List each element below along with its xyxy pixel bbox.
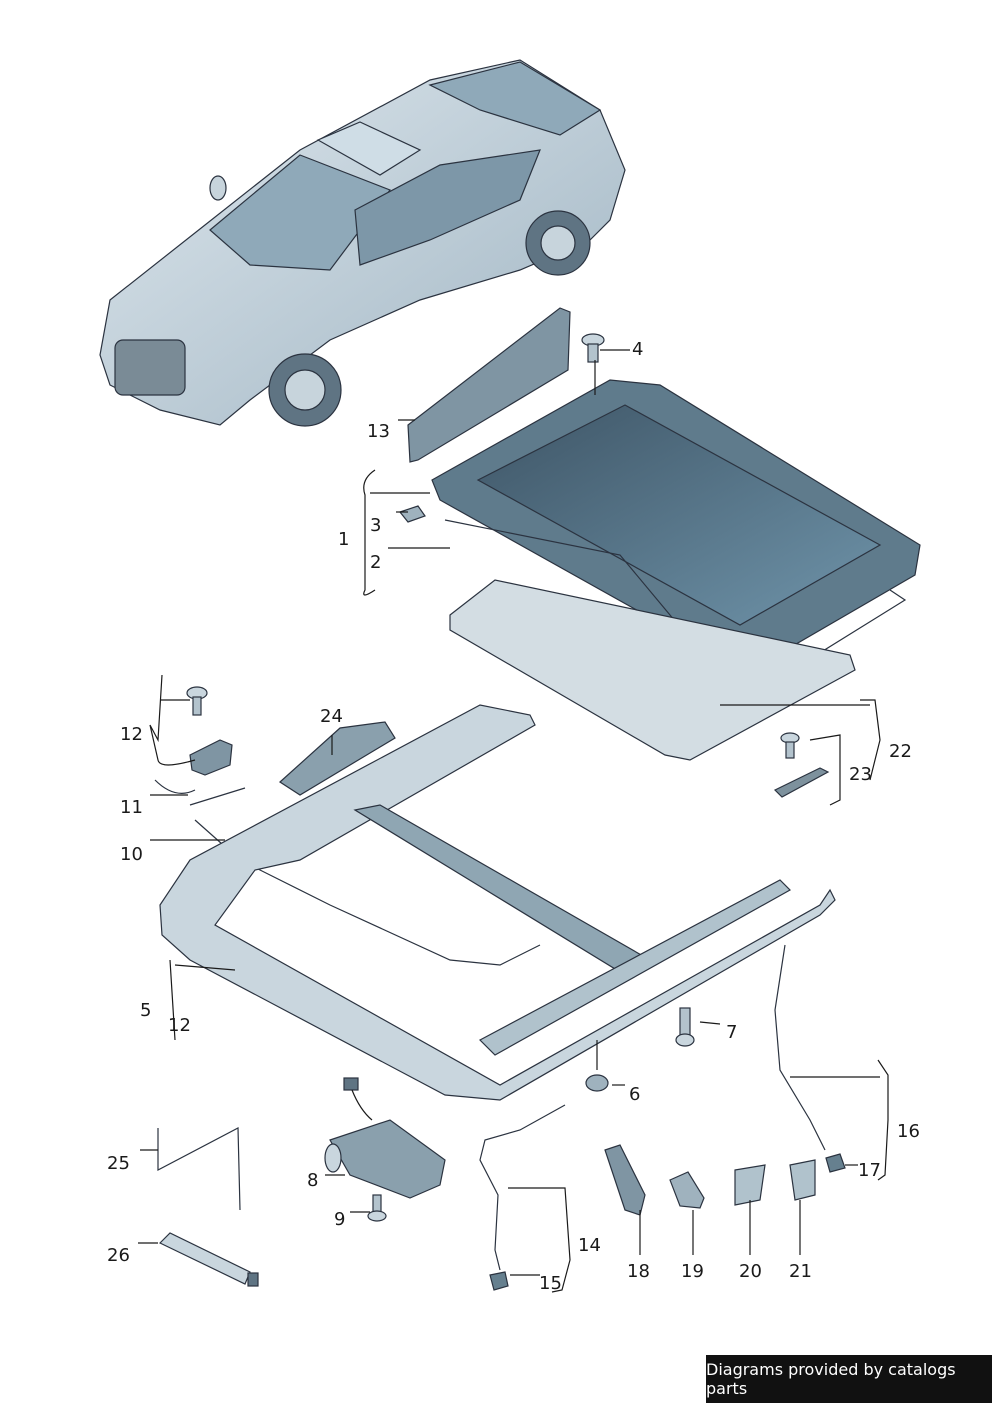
callout-16: 16 [897, 1121, 920, 1142]
callout-17: 17 [858, 1160, 881, 1181]
glass-panel [431, 379, 921, 666]
clip-20 [734, 1164, 766, 1206]
clip-3 [398, 505, 426, 523]
hose-14 [479, 1104, 566, 1271]
wire-tool-25 [157, 1127, 241, 1211]
callout-labels: 1 2 3 4 5 6 7 8 9 10 11 12 12 13 14 15 1… [107, 339, 920, 1294]
callout-24: 24 [320, 706, 343, 727]
callout-13: 13 [367, 421, 390, 442]
tube-26-cap [247, 1272, 259, 1287]
screw-9 [367, 1194, 387, 1222]
callout-3: 3 [370, 515, 381, 536]
bolt-7 [675, 1007, 695, 1047]
callout-14: 14 [578, 1235, 601, 1256]
leader-lines [138, 349, 889, 1293]
valve-17 [825, 1153, 846, 1173]
sunshade-panel [449, 579, 856, 761]
callout-20: 20 [739, 1261, 762, 1282]
screw-4 [581, 333, 605, 363]
nut-6 [585, 1074, 609, 1092]
guide-23 [773, 732, 830, 798]
callout-1: 1 [338, 529, 349, 550]
callout-2: 2 [370, 552, 381, 573]
callout-23: 23 [849, 764, 872, 785]
callout-10: 10 [120, 844, 143, 865]
callout-8: 8 [307, 1170, 318, 1191]
callout-25: 25 [107, 1153, 130, 1174]
clip-18 [604, 1144, 646, 1216]
clip-21 [789, 1159, 816, 1201]
callout-19: 19 [681, 1261, 704, 1282]
drain-hose-16 [774, 944, 826, 1151]
footer-attribution: Diagrams provided by catalogs parts [706, 1355, 992, 1403]
tube-26 [158, 1232, 251, 1285]
callout-6: 6 [629, 1084, 640, 1105]
sunroof-frame [159, 704, 836, 1101]
clip-19 [669, 1171, 705, 1209]
car-illustration [99, 59, 626, 427]
motor-8 [324, 1077, 446, 1199]
callout-15: 15 [539, 1273, 562, 1294]
callout-22: 22 [889, 741, 912, 762]
valve-15 [489, 1271, 509, 1291]
callout-7: 7 [726, 1022, 737, 1043]
cover-24 [279, 721, 396, 796]
callout-18: 18 [627, 1261, 650, 1282]
callout-5: 5 [140, 1000, 151, 1021]
bracket-12 [186, 686, 233, 776]
wind-deflector [407, 307, 571, 463]
callout-11: 11 [120, 797, 143, 818]
callout-21: 21 [789, 1261, 812, 1282]
callout-26: 26 [107, 1245, 130, 1266]
hose-11 [154, 779, 196, 794]
callout-12-top: 12 [120, 724, 143, 745]
callout-9: 9 [334, 1209, 345, 1230]
callout-12-bottom: 12 [168, 1015, 191, 1036]
callout-4: 4 [632, 339, 643, 360]
